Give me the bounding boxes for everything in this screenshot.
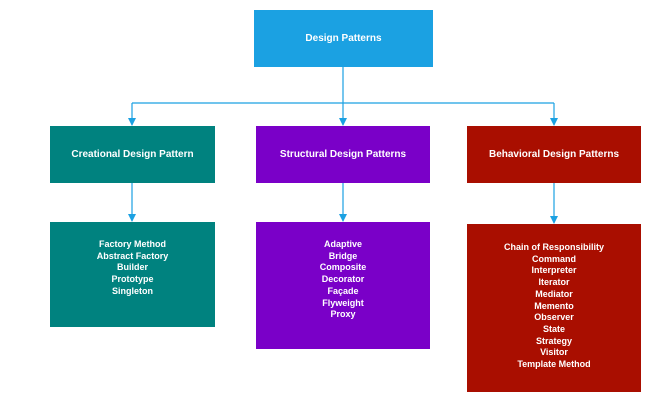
list-item: Mediator [535, 288, 573, 299]
list-item: Iterator [538, 277, 570, 288]
behavioral-title: Behavioral Design Patterns [488, 149, 620, 160]
list-item: Adaptive [323, 239, 362, 249]
list-item: Proxy [330, 309, 356, 320]
structural-list: Adaptive Bridge Composite Decorator Faça… [256, 222, 430, 349]
list-item: Template Method [517, 359, 591, 370]
list-item: Bridge [328, 250, 358, 261]
list-item: Strategy [535, 335, 572, 346]
behavioral-node: Behavioral Design Patterns [467, 126, 641, 183]
root-title: Design Patterns [305, 33, 382, 44]
list-item: Composite [319, 262, 367, 273]
structural-node: Structural Design Patterns [256, 126, 430, 183]
list-item: Façade [327, 285, 359, 296]
list-item: Command [531, 253, 576, 264]
list-item: Decorator [321, 274, 365, 285]
list-item: Builder [116, 262, 148, 273]
list-item: Factory Method [98, 239, 166, 249]
root-node: Design Patterns [254, 10, 433, 67]
list-item: Interpreter [531, 265, 577, 276]
list-item: Singleton [112, 285, 153, 296]
list-item: Chain of Responsibility [503, 242, 604, 252]
list-item: Visitor [540, 347, 568, 358]
creational-node: Creational Design Pattern [50, 126, 215, 183]
list-item: State [542, 323, 565, 334]
creational-title: Creational Design Pattern [71, 149, 194, 160]
behavioral-list: Chain of Responsibility Command Interpre… [467, 224, 641, 392]
list-item: Prototype [111, 274, 154, 285]
list-item: Flyweight [322, 297, 364, 308]
list-item: Observer [534, 312, 574, 323]
list-item: Abstract Factory [96, 250, 169, 261]
creational-list: Factory Method Abstract Factory Builder … [50, 222, 215, 327]
structural-title: Structural Design Patterns [279, 149, 407, 160]
list-item: Memento [534, 300, 574, 311]
